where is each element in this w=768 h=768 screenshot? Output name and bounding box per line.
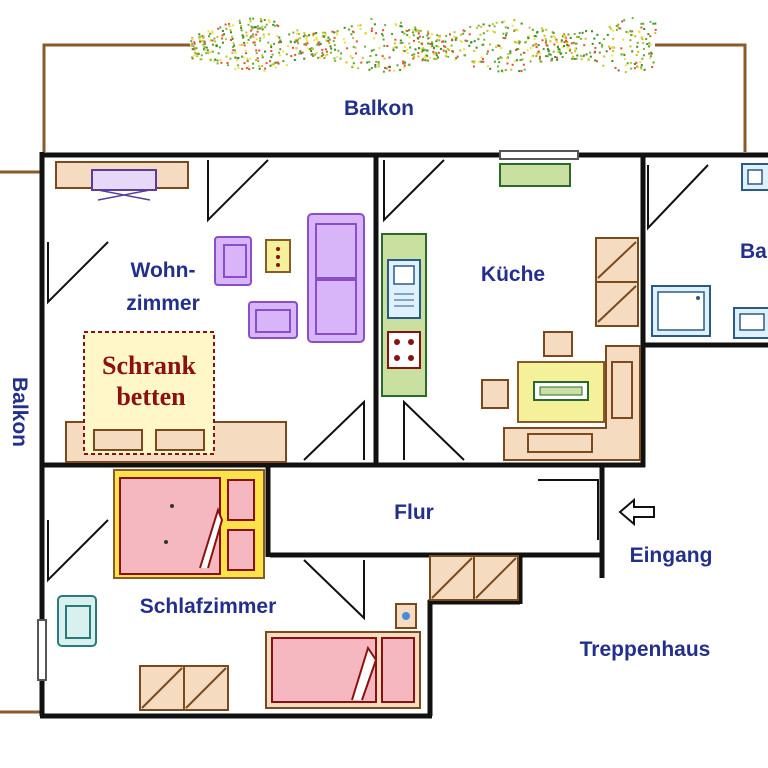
bedroom-dresser xyxy=(139,665,229,711)
label-living-room-2: zimmer xyxy=(126,292,200,315)
fold-beds xyxy=(65,331,287,463)
sink-icon xyxy=(387,259,421,319)
hallway-wardrobe xyxy=(429,555,519,601)
label-bedroom: Schlafzimmer xyxy=(140,595,277,618)
label-living-room-1: Wohn- xyxy=(131,259,196,282)
shower-icon xyxy=(651,285,711,337)
bath-fixtures xyxy=(651,163,768,339)
stove-icon xyxy=(387,331,421,369)
label-stairwell: Treppenhaus xyxy=(580,638,711,661)
label-balcony-left: Balkon xyxy=(8,377,31,447)
windows xyxy=(37,150,579,681)
armchair xyxy=(57,595,97,647)
label-hallway: Flur xyxy=(394,501,434,524)
balcony-plants xyxy=(190,14,657,74)
kitchen-shelf-top xyxy=(499,163,571,187)
dining-bench xyxy=(503,345,641,461)
kitchen-cupboard xyxy=(595,237,639,327)
balcony-railing xyxy=(0,43,747,714)
dining-table xyxy=(481,331,605,423)
tv-icon xyxy=(91,169,157,201)
label-bath: Ba xyxy=(740,240,767,263)
sofa xyxy=(214,213,365,343)
label-balcony-top: Balkon xyxy=(344,97,414,120)
side-table xyxy=(265,239,291,273)
arrow-left-icon xyxy=(618,497,655,527)
label-fold-beds-1: Schrank xyxy=(102,351,196,380)
label-kitchen: Küche xyxy=(481,263,545,286)
label-entrance: Eingang xyxy=(630,544,713,567)
double-bed xyxy=(113,469,265,579)
door-swings xyxy=(47,159,709,621)
tv-cabinet xyxy=(55,161,189,201)
kitchen-counter xyxy=(381,233,427,397)
single-bed xyxy=(265,603,421,709)
label-fold-beds-2: betten xyxy=(116,382,186,411)
